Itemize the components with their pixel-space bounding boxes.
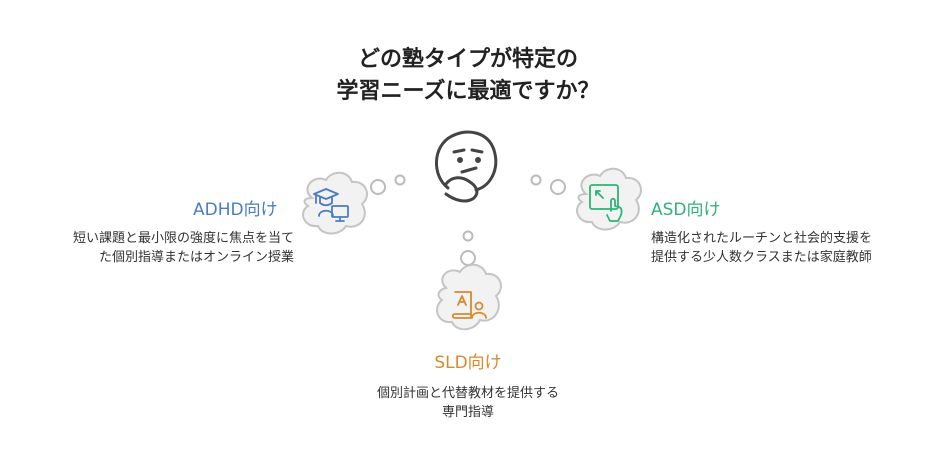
adhd-desc-line-1: 短い課題と最小限の強度に焦点を当て [72,231,294,246]
asd-description: 構造化されたルーチンと社会的支援を 提供する少人数クラスまたは家庭教師 [651,229,911,267]
thinking-face-icon [435,130,498,203]
title-line-2: 学習ニーズに最適ですか？ [336,79,600,104]
adhd-desc-line-2: た個別指導またはオンライン授業 [98,250,294,265]
title-line-1: どの塾タイプが特定の [357,47,578,72]
sld-label: SLD向け [0,348,936,373]
touch-screen-icon [589,184,623,222]
sld-label-text: SLD向け [434,353,502,373]
diagram-title: どの塾タイプが特定の 学習ニーズに最適ですか？ [0,44,936,108]
asd-cloud [576,167,642,231]
adhd-cloud [302,171,368,235]
thought-dot [394,174,406,186]
adhd-description: 短い課題と最小限の強度に焦点を当て た個別指導またはオンライン授業 [40,229,294,267]
sld-desc-line-1: 個別計画と代替教材を提供する [376,386,559,401]
sld-desc-line-2: 専門指導 [441,405,494,420]
thought-dot [550,179,566,195]
thought-dot [370,179,386,195]
asd-desc-line-1: 構造化されたルーチンと社会的支援を [651,231,873,246]
sld-cloud [436,263,502,331]
thought-dot [530,174,542,186]
reading-person-icon [451,291,487,319]
thought-dot [460,250,476,266]
teacher-computer-icon [313,188,349,222]
adhd-label: ADHD向け [193,200,278,220]
sld-description: 個別計画と代替教材を提供する 専門指導 [0,384,936,422]
thought-dot [462,230,474,242]
asd-desc-line-2: 提供する少人数クラスまたは家庭教師 [651,250,872,265]
asd-label: ASD向け [651,200,721,220]
